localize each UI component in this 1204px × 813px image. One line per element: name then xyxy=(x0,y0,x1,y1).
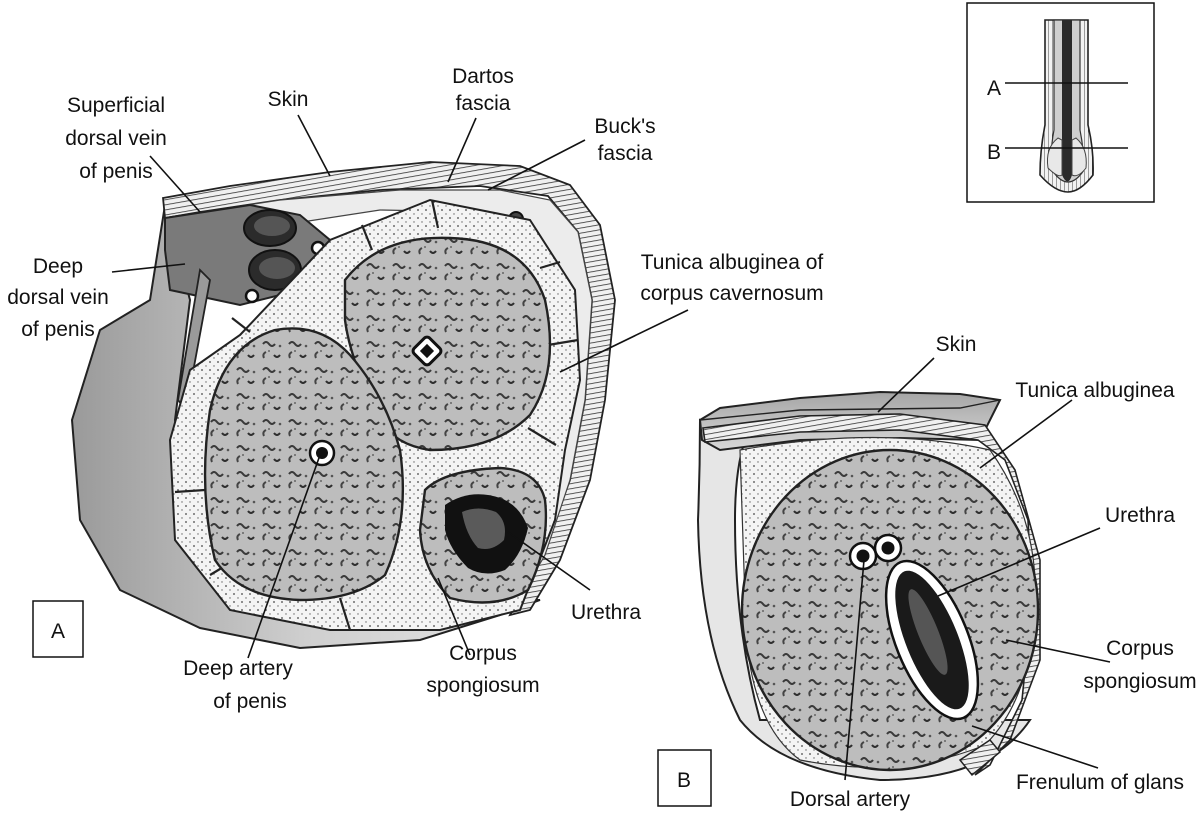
panel-a-illustration xyxy=(70,161,616,650)
inset-label-a: A xyxy=(987,77,1001,100)
label-tunica-b: Tunica albuginea xyxy=(1015,379,1174,402)
panel-b-leader-lines xyxy=(844,357,1111,781)
label-frenulum: Frenulum of glans xyxy=(1016,771,1184,794)
label-tunica-a-1: Tunica albuginea of xyxy=(641,251,824,274)
label-bucks-2: fascia xyxy=(598,142,653,165)
panel-a-tag: A xyxy=(32,600,84,658)
panel-b-hatched-rim xyxy=(702,413,1041,776)
panel-b-side xyxy=(696,418,1032,782)
label-urethra-a: Urethra xyxy=(571,601,641,624)
label-deep-vein-1: Deep xyxy=(33,255,83,278)
label-sup-vein-1: Superficial xyxy=(67,94,165,117)
label-spongiosum-a-1: Corpus xyxy=(449,642,517,665)
label-spongiosum-a-2: spongiosum xyxy=(426,674,539,697)
panel-b-illustration xyxy=(696,390,1041,782)
label-dartos-1: Dartos xyxy=(452,65,514,88)
label-spongiosum-b-2: spongiosum xyxy=(1083,670,1196,693)
panel-a-leader-lines xyxy=(111,114,689,659)
label-deep-artery-1: Deep artery xyxy=(183,657,293,680)
panel-b-labels: Skin Tunica albuginea Urethra Corpus spo… xyxy=(790,333,1197,811)
label-sup-vein-3: of penis xyxy=(79,160,153,183)
label-sup-vein-2: dorsal vein xyxy=(65,127,167,150)
label-dartos-2: fascia xyxy=(456,92,511,115)
label-dorsal-artery: Dorsal artery xyxy=(790,788,911,811)
label-skin-a: Skin xyxy=(268,88,309,111)
label-deep-vein-2: dorsal vein xyxy=(7,286,109,309)
panel-a-labels: Skin Dartos fascia Buck's fascia Superfi… xyxy=(7,65,823,713)
panel-a-skin-top xyxy=(162,161,616,617)
corpus-cavernosum-left xyxy=(203,327,405,602)
label-tunica-a-2: corpus cavernosum xyxy=(640,282,823,305)
label-deep-artery-2: of penis xyxy=(213,690,287,713)
label-bucks-1: Buck's xyxy=(594,115,655,138)
label-spongiosum-b-1: Corpus xyxy=(1106,637,1174,660)
panel-b-tag: B xyxy=(657,749,712,807)
label-urethra-b: Urethra xyxy=(1105,504,1175,527)
svg-text:A: A xyxy=(51,620,65,643)
label-skin-b: Skin xyxy=(936,333,977,356)
label-deep-vein-3: of penis xyxy=(21,318,95,341)
svg-text:B: B xyxy=(677,769,691,792)
inset-label-b: B xyxy=(987,141,1001,164)
inset-longitudinal-view: A B xyxy=(966,2,1155,203)
